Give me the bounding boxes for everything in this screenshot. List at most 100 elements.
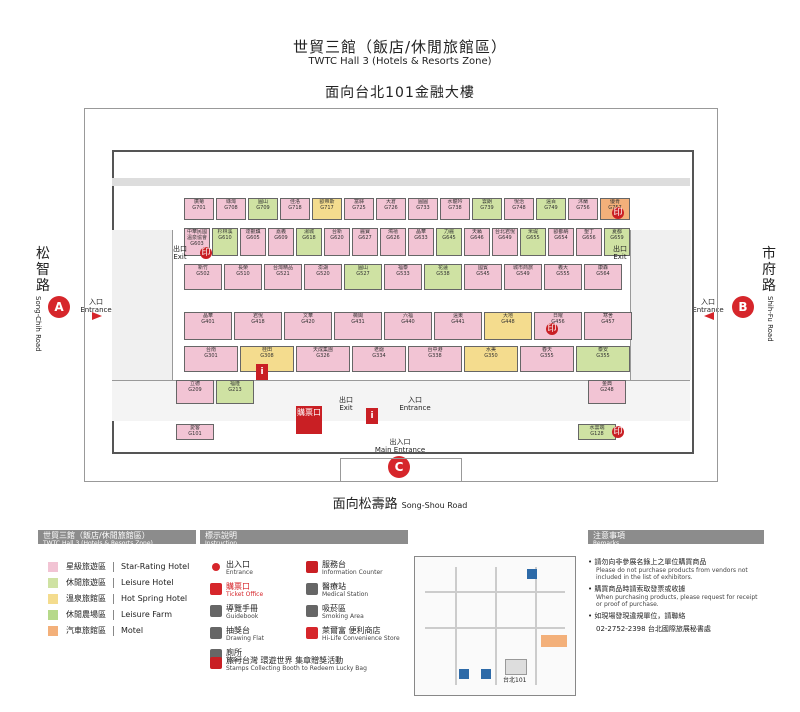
booth-name: 天籟	[471, 229, 482, 235]
left-road-label: 松智路	[36, 246, 50, 294]
stamp-booth-icon[interactable]: 印	[612, 207, 624, 219]
booth-name: 福泰	[397, 265, 408, 271]
stamp-booth-icon[interactable]: 印	[612, 426, 624, 438]
east-service-area	[630, 230, 691, 380]
booth-code: G718	[288, 205, 302, 211]
stamp-icon	[210, 657, 222, 669]
stamp-booth-icon[interactable]: 印	[546, 323, 558, 335]
zone-swatch	[48, 561, 58, 572]
info-counter-icon[interactable]: i	[256, 364, 268, 380]
booth-code: G564	[596, 271, 610, 277]
entrance-c-en: Main Entrance	[374, 446, 426, 454]
entrance-b-zh: 入口	[701, 298, 715, 306]
entrance-c-marker[interactable]: C	[388, 456, 410, 478]
stamp-booth-icon[interactable]: 印	[200, 247, 212, 259]
booth-name: 寒舍	[602, 313, 613, 319]
ticket-office-icon[interactable]: 購票口	[296, 406, 322, 434]
booth-name: 富驛	[353, 199, 364, 205]
booth-name: 薇閣	[352, 313, 363, 319]
instruction-label-en: Entrance	[226, 569, 253, 576]
zone-legend-title-en: TWTC Hall 3 (Hotels & Resorts Zone)	[43, 540, 153, 547]
exit-west-en: Exit	[173, 253, 187, 261]
info-counter-icon[interactable]: i	[366, 408, 378, 424]
zone-name: 休閒農場區	[66, 610, 106, 619]
booth-code: G756	[576, 205, 590, 211]
entrance-a-marker[interactable]: A	[48, 296, 70, 318]
ticket-icon	[210, 583, 222, 595]
zone-name: 溫泉旅館區	[66, 594, 106, 603]
booth-code: G603	[190, 241, 204, 247]
locator-hall3-icon	[541, 635, 567, 647]
booth-code: G645	[442, 235, 456, 241]
instruction-label-en: Information Counter	[322, 569, 383, 576]
zone-name-en: Hot Spring Hotel	[121, 594, 188, 603]
booth-code: G738	[448, 205, 462, 211]
entrance-b-marker[interactable]: B	[732, 296, 754, 318]
booth-code: G659	[610, 235, 624, 241]
booth-code: G655	[526, 235, 540, 241]
zone-name-en: Star-Rating Hotel	[121, 562, 190, 571]
hilife-icon	[306, 627, 318, 639]
